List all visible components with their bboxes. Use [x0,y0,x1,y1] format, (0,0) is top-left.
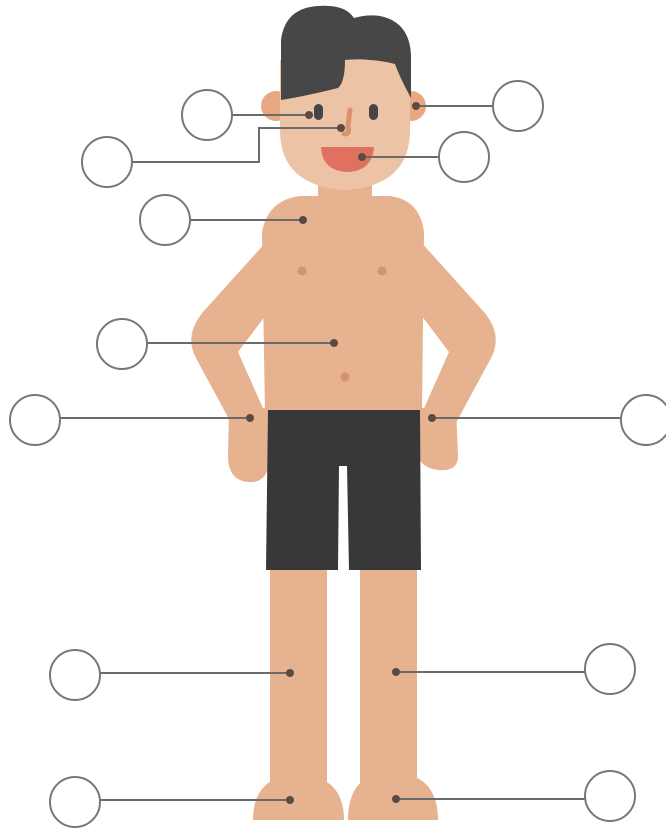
left-leg [270,560,327,790]
label-circle-mouth [439,132,489,182]
anchor-dot-nose [337,124,345,132]
label-circle-left-foot [50,777,100,827]
label-circle-eye [182,90,232,140]
anchor-dot-right-foot [392,795,400,803]
callout-left-hand [10,395,254,445]
label-circle-right-foot [585,771,635,821]
anchor-dot-left-hand [246,414,254,422]
callout-left-leg [50,650,294,700]
right-leg [360,560,417,790]
anchor-dot-right-leg [392,668,400,676]
anchor-dot-belly [330,339,338,347]
anchor-dot-mouth [358,153,366,161]
callout-ear [412,81,543,131]
right-nipple [378,267,387,276]
shorts [266,410,421,570]
anchor-dot-right-hand [428,414,436,422]
label-circle-nose [82,137,132,187]
left-nipple [298,267,307,276]
navel [341,373,350,382]
label-circle-shoulder [140,195,190,245]
label-circle-ear [493,81,543,131]
label-circle-right-leg [585,644,635,694]
left-eye [314,104,323,120]
label-circle-belly [97,319,147,369]
anchor-dot-eye [305,111,313,119]
label-circle-left-hand [10,395,60,445]
anchor-dot-left-leg [286,669,294,677]
label-circle-left-leg [50,650,100,700]
right-eye [369,104,378,120]
label-circle-right-hand [621,395,666,445]
callout-right-leg [392,644,635,694]
anchor-dot-left-foot [286,796,294,804]
left-foot [253,774,344,820]
anchor-dot-shoulder [299,216,307,224]
anchor-dot-ear [412,102,420,110]
